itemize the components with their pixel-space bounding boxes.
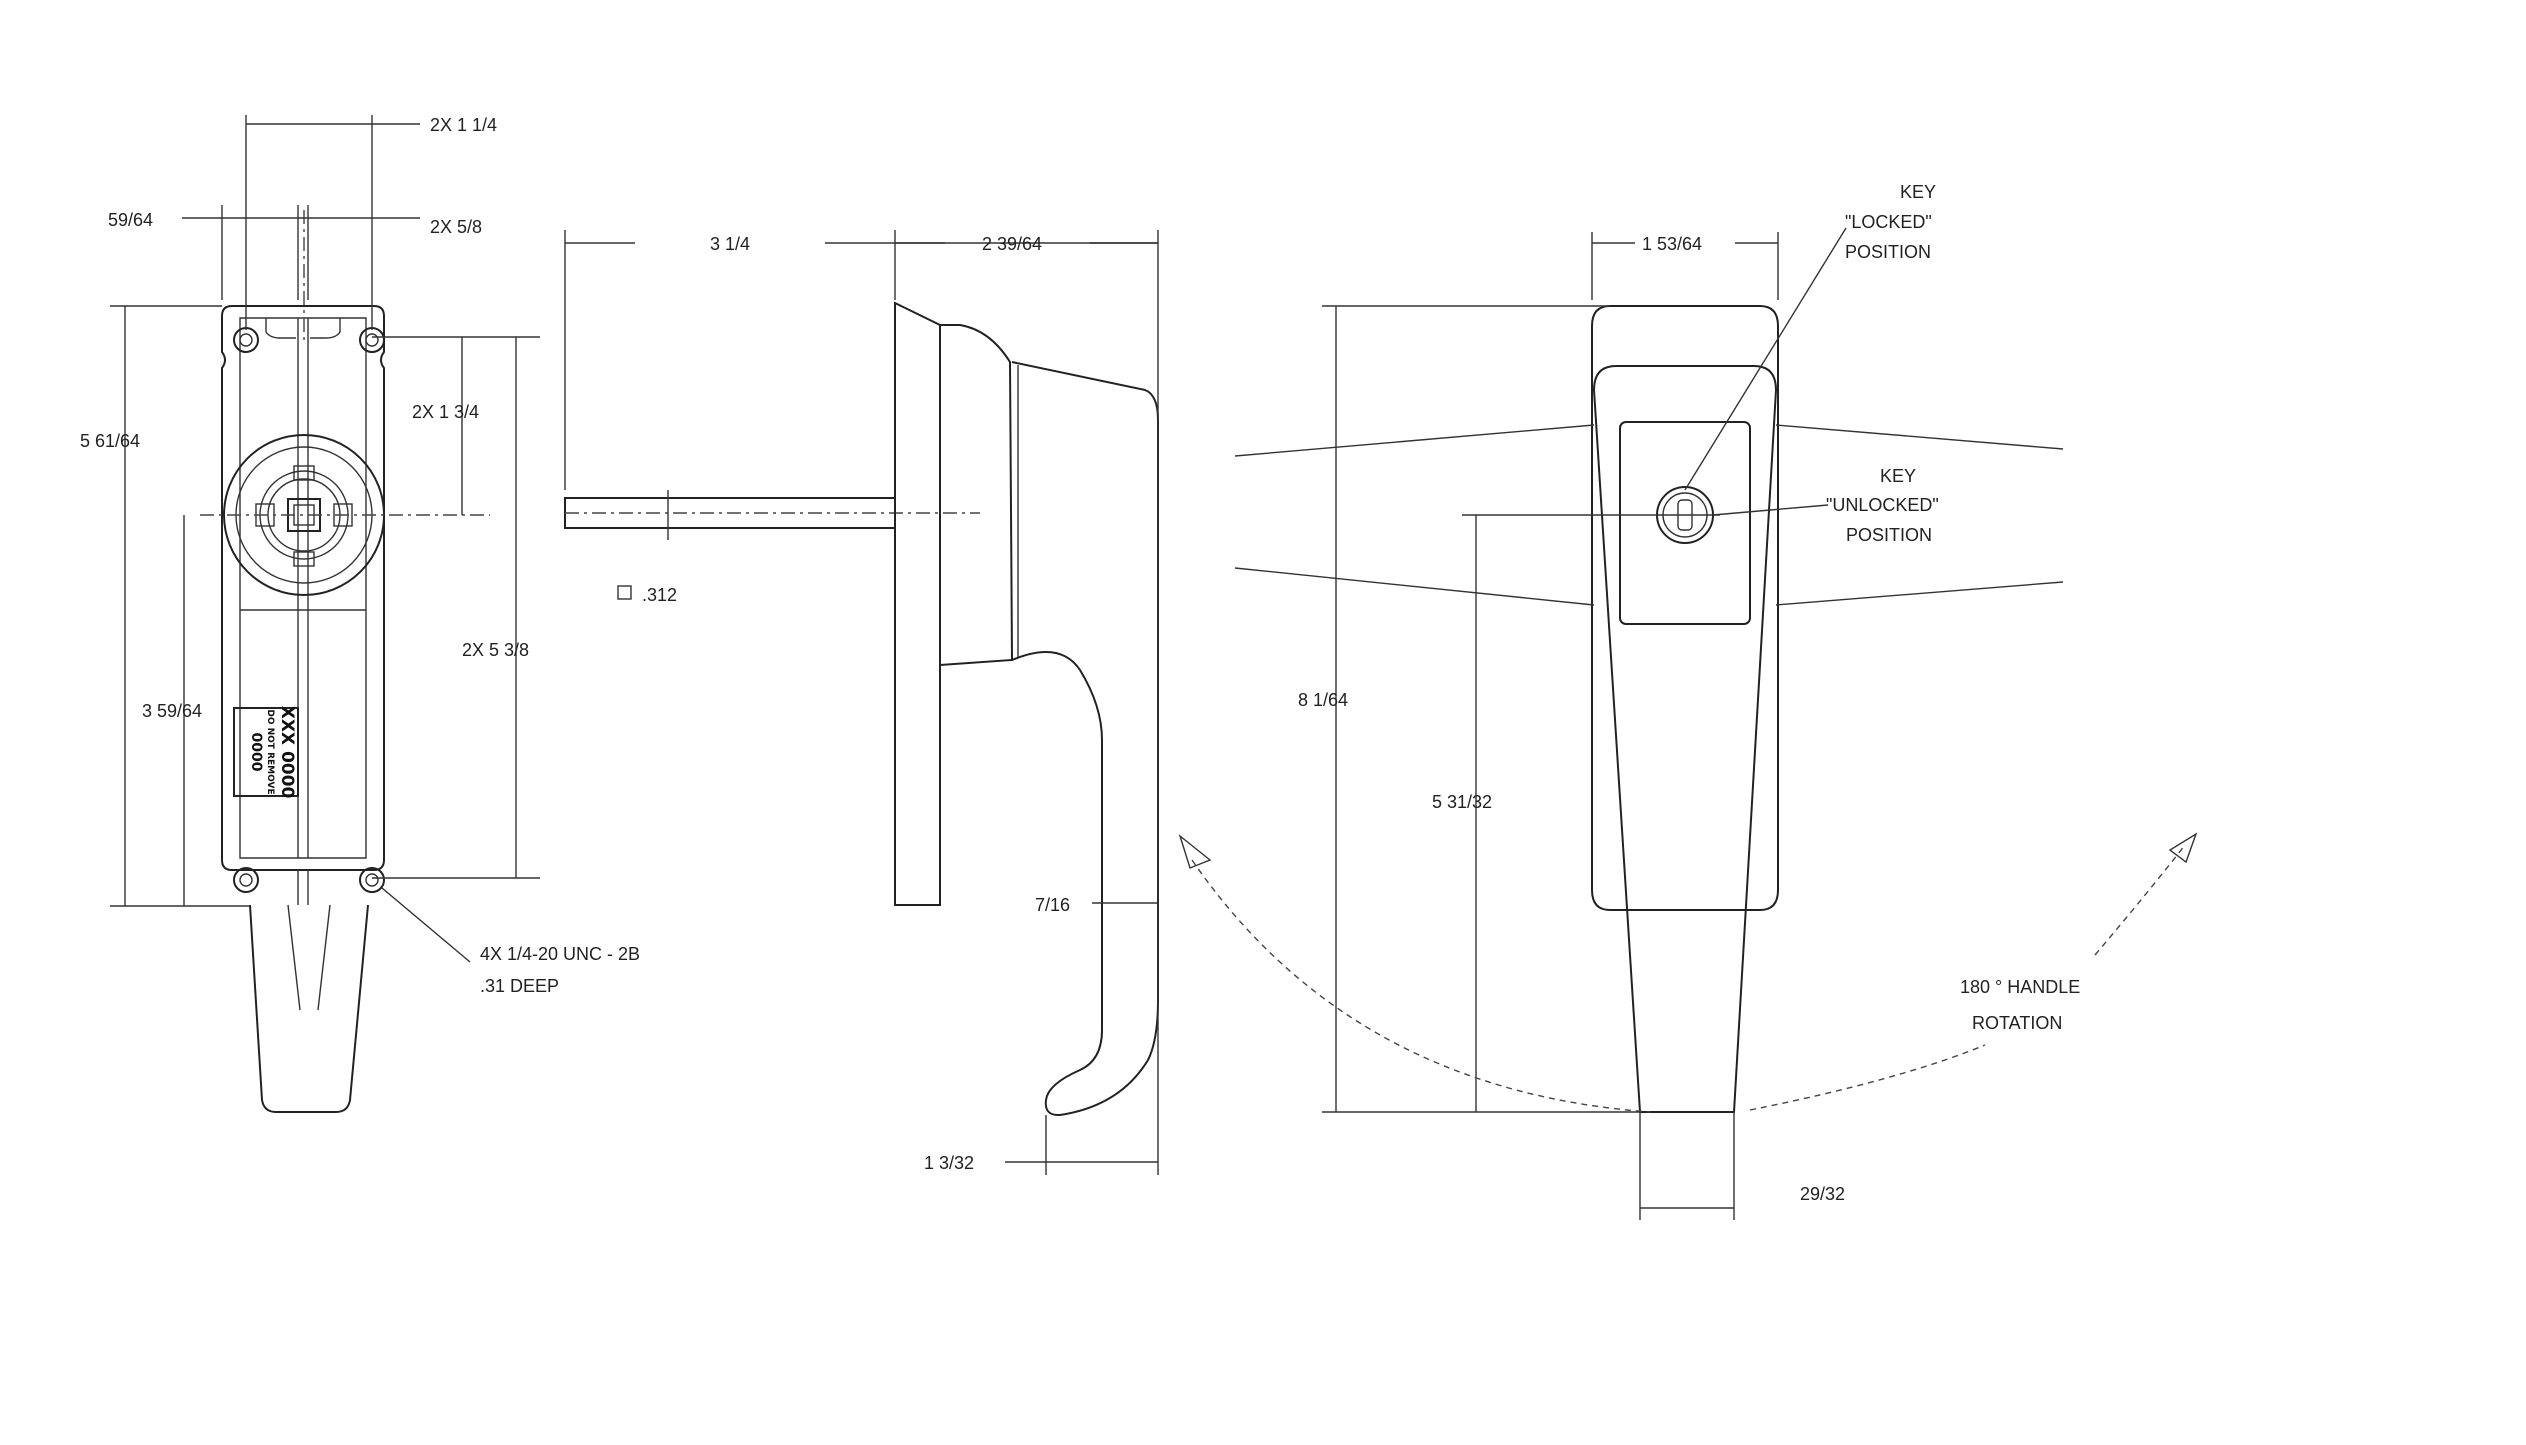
dim-top-to-center: 2X 1 3/4 [412,402,479,422]
key-unlocked-1: KEY [1880,466,1916,486]
dim-handle-depth: 2 39/64 [982,234,1042,254]
key-locked-1: KEY [1900,182,1936,202]
front-view: 0000 DO NOT REMOVE XXX 0000 2X 1 1/4 59/… [80,115,640,1113]
bolt-hole-bottom-left [233,867,259,893]
dim-bolt-spacing-width: 2X 1 1/4 [430,115,497,135]
rotation-text-2: ROTATION [1972,1013,2062,1033]
arrowhead-left [1178,834,1212,869]
bolt-hole-top-right [359,327,385,353]
dim-inner-width: 2X 5/8 [430,217,482,237]
bolt-hole-bottom-right [359,867,385,893]
dim-overall-height-right: 8 1/64 [1298,690,1348,710]
handle-escutcheon [1591,305,1779,911]
label-line-3: XXX 0000 [277,706,297,799]
front-handle [249,904,369,1113]
side-housing [939,324,1014,666]
key-unlocked-3: POSITION [1846,525,1932,545]
bolt-hole-top-left [233,327,259,353]
label-line-1: 0000 [248,733,264,772]
thread-callout-2: .31 DEEP [480,976,559,996]
dim-bottom-width: 29/32 [1800,1184,1845,1204]
dim-bolt-spacing-height: 2X 5 3/8 [462,640,529,660]
dim-left-offset: 59/64 [108,210,153,230]
dim-center-to-bottom: 3 59/64 [142,701,202,721]
rotation-arc-right [1749,1044,1986,1111]
dim-overall-height: 5 61/64 [80,431,140,451]
front-plate-outline [221,305,385,871]
dim-key-center-height: 5 31/32 [1432,792,1492,812]
dim-shaft-square: .312 [642,585,677,605]
key-locked-3: POSITION [1845,242,1931,262]
dim-handle-thickness: 7/16 [1035,895,1070,915]
dim-top-width: 1 53/64 [1642,234,1702,254]
dim-handle-tip: 1 3/32 [924,1153,974,1173]
handle-view: 1 53/64 8 1/64 5 31/32 29/32 KEY "LOCKED… [1178,182,2198,1220]
thread-callout-1: 4X 1/4-20 UNC - 2B [480,944,640,964]
arrowhead-right [2168,832,2198,864]
key-unlocked-2: "UNLOCKED" [1826,495,1939,515]
rotation-arc-left [1191,859,1651,1113]
side-view: 3 1/4 2 39/64 .312 7/16 1 3/32 [564,230,1159,1175]
front-label [233,707,299,797]
key-locked-2: "LOCKED" [1845,212,1932,232]
label-line-2: DO NOT REMOVE [265,709,275,794]
side-plate [894,301,941,906]
handle-body [1592,365,1778,1113]
side-handle [1011,651,1159,1117]
dim-shaft-length: 3 1/4 [710,234,750,254]
key-plate [1619,421,1751,625]
rotation-text-1: 180 ° HANDLE [1960,977,2080,997]
